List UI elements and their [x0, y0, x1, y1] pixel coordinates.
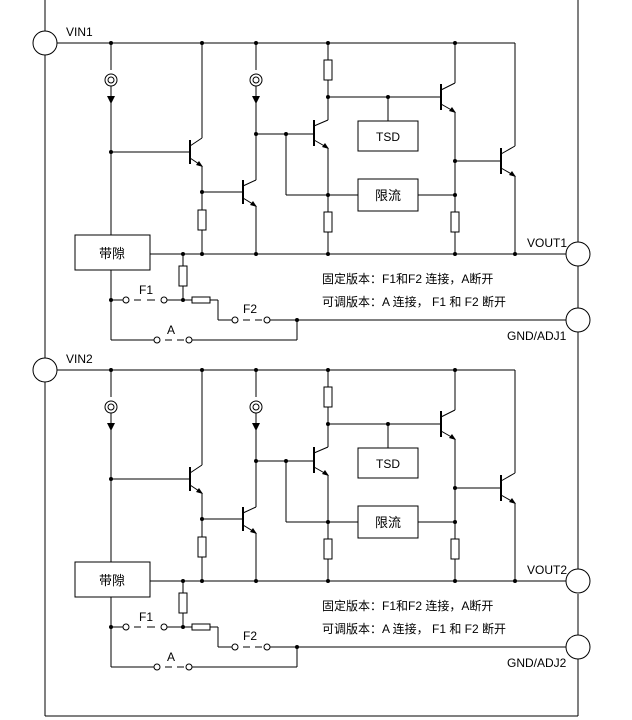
regulator-circuit-1: VIN1 VOUT1 GND/ADJ1 带隙 TSD 限流 F1 F2 A 固定…	[32, 25, 591, 344]
vin1-label: VIN1	[66, 25, 93, 39]
bandgap-label: 带隙	[99, 573, 125, 588]
fuse-a-label: A	[167, 323, 175, 337]
vin2-label: VIN2	[66, 352, 93, 366]
note-fixed-version: 固定版本：F1和F2 连接，A断开	[322, 271, 493, 286]
gnd-adj2-label: GND/ADJ2	[507, 656, 567, 670]
note-adjustable-version: 可调版本：A 连接， F1 和 F2 断开	[322, 294, 506, 309]
note-fixed-version: 固定版本：F1和F2 连接，A断开	[322, 598, 493, 613]
bandgap-label: 带隙	[99, 246, 125, 261]
fuse-f2-label: F2	[243, 302, 257, 316]
gnd-adj1-label: GND/ADJ1	[507, 329, 567, 343]
vout2-label: VOUT2	[527, 563, 567, 577]
fuse-a-label: A	[167, 650, 175, 664]
fuse-f2-label: F2	[243, 629, 257, 643]
fuse-f1-label: F1	[139, 283, 153, 297]
current-limit-label: 限流	[375, 188, 401, 203]
regulator-circuit-2: VIN2 VOUT2 GND/ADJ2 带隙 TSD 限流 F1 F2 A 固定…	[32, 352, 591, 671]
tsd-label: TSD	[376, 130, 400, 144]
fuse-f1-label: F1	[139, 610, 153, 624]
vout1-label: VOUT1	[527, 236, 567, 250]
current-limit-label: 限流	[375, 515, 401, 530]
note-adjustable-version: 可调版本：A 连接， F1 和 F2 断开	[322, 621, 506, 636]
tsd-label: TSD	[376, 457, 400, 471]
